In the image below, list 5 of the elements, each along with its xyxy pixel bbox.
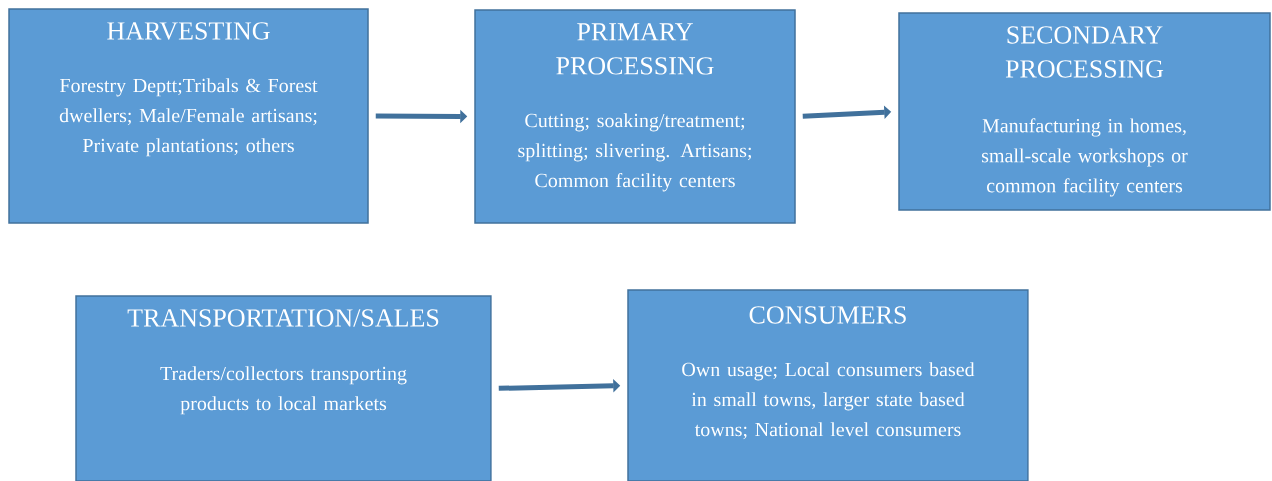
process-box: TRANSPORTATION/SALES Traders/collectors transporting products to local markets bbox=[75, 295, 492, 481]
process-box: CONSUMERS Own usage; Local consumers based in small towns, larger state based towns; National level consumers bbox=[627, 289, 1029, 481]
process-box: PRIMARY PROCESSING Cutting; soaking/treatment; splitting; slivering. Artisans; Common facility centers bbox=[474, 9, 796, 224]
process-box: SECONDARY PROCESSING Manufacturing in homes, small-scale workshops or common facility centers bbox=[898, 12, 1271, 211]
process-box: HARVESTING Forestry Deptt;Tribals & Forest dwellers; Male/Female artisans; Private plantations; others bbox=[8, 8, 369, 224]
